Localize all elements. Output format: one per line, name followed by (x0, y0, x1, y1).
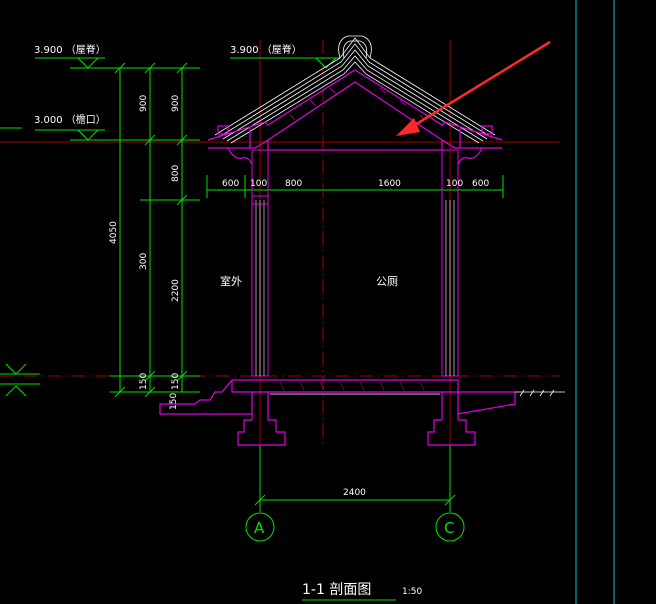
room-label-toilet: 公厕 (376, 275, 398, 288)
vdim-outer-300: 300 (139, 253, 149, 270)
room-label-outside: 室外 (220, 274, 242, 288)
hdim-600-left: 600 (222, 179, 239, 189)
vdim-inner-150: 150 (171, 373, 181, 390)
vdim-outer-150: 150 (139, 373, 149, 390)
axis-label-c: C (444, 519, 454, 537)
hdim-600-right: 600 (472, 179, 489, 189)
vdim-outer-4050: 4050 (109, 221, 119, 244)
level-marker-ground-left (0, 363, 40, 397)
roof-structure (207, 69, 503, 165)
level-label-ridge-left: 3.900 （屋脊） (34, 43, 106, 56)
floor-hatch (279, 381, 425, 391)
axis-lines (0, 40, 560, 510)
axis-span-label: 2400 (343, 488, 366, 498)
vdim-inner-900: 900 (171, 95, 181, 112)
ground-line (270, 389, 565, 397)
hdim-100-right: 100 (446, 179, 463, 189)
vertical-dimensions (110, 62, 200, 398)
annotation-arrow (396, 40, 551, 136)
caption-scale: 1:50 (402, 587, 422, 597)
roof (214, 35, 496, 144)
level-marker-eave-left (0, 127, 200, 141)
hdim-100-left: 100 (250, 179, 267, 189)
hdim-1600: 1600 (378, 179, 401, 189)
walls (251, 149, 459, 377)
level-marker-ridge-left (35, 57, 200, 69)
axis-label-a: A (254, 519, 265, 537)
caption-title: 1-1 剖面图 (302, 582, 371, 598)
floor-and-foundation (159, 379, 516, 446)
vdim-inner-2200: 2200 (171, 279, 181, 302)
axis-bubble-c (435, 512, 465, 542)
vdim-inner-800: 800 (171, 165, 181, 182)
level-label-ridge-center: 3.900 （屋脊） (230, 43, 302, 56)
axis-span-dimension (254, 445, 456, 512)
axis-bubble-a (245, 512, 275, 542)
level-label-eave-left: 3.000 （檐口） (34, 113, 106, 126)
level-marker-ridge-center (230, 57, 340, 69)
vdim-foot-150: 150 (169, 393, 179, 410)
hdim-800: 800 (285, 179, 302, 189)
vdim-outer-900: 900 (139, 95, 149, 112)
